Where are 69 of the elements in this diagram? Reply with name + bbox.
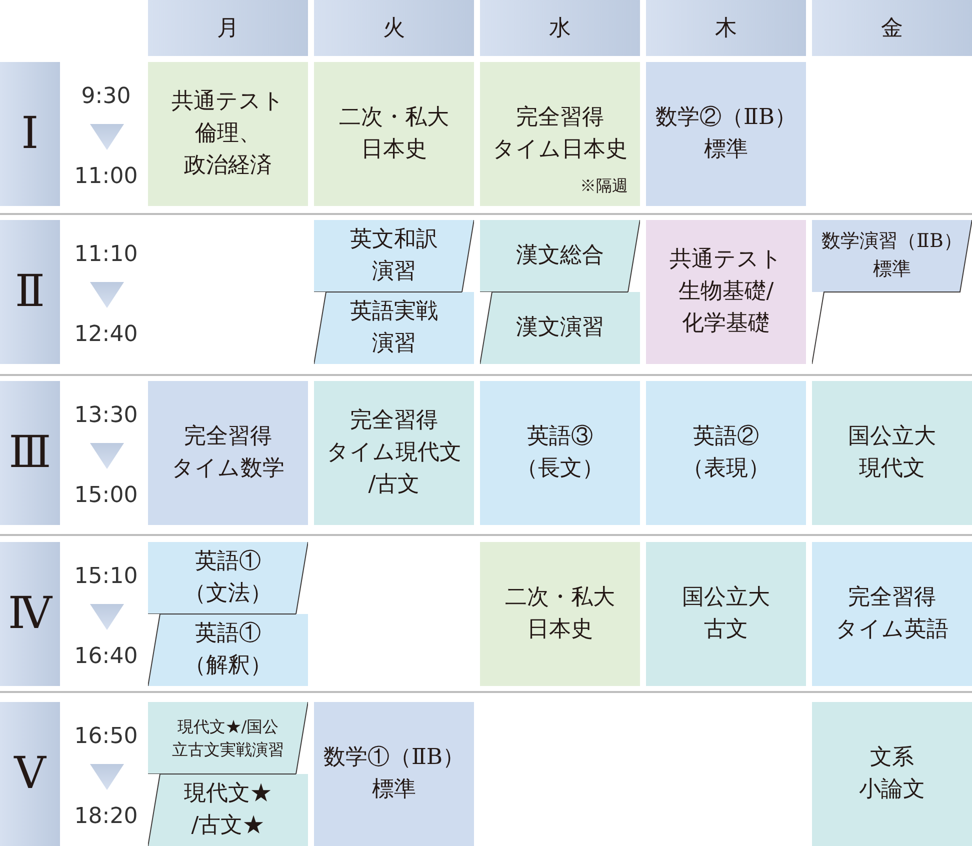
- class-block: [148, 381, 308, 525]
- class-block: [314, 702, 474, 846]
- course-name: 英語③（長文）: [516, 423, 604, 483]
- course-name: 文系小論文: [859, 744, 925, 804]
- class-block: [148, 774, 308, 846]
- class-block: [646, 381, 806, 525]
- class-block: [314, 381, 474, 525]
- course-name: 完全習得タイム日本史: [492, 104, 628, 164]
- day-header: 木: [646, 0, 806, 56]
- course-name: 漢文演習: [516, 314, 604, 342]
- class-block: [812, 702, 972, 846]
- end-time: 12:40: [73, 321, 139, 349]
- course-name: 国公立大現代文: [848, 423, 936, 483]
- course-name: 完全習得タイム現代文/古文: [326, 407, 462, 499]
- course-name: 完全習得タイム英語: [836, 584, 948, 644]
- class-block: [480, 62, 640, 206]
- course-name: 二次・私大日本史: [339, 104, 449, 164]
- class-block: [314, 62, 474, 206]
- start-time: 16:50: [73, 723, 139, 751]
- period-label: Ⅱ: [0, 220, 60, 364]
- start-time: 15:10: [73, 563, 139, 591]
- start-time: 9:30: [80, 83, 132, 111]
- end-time: 16:40: [73, 643, 139, 671]
- class-block: [480, 381, 640, 525]
- course-name: 漢文総合: [516, 242, 604, 270]
- class-block: [148, 702, 308, 774]
- class-block: [812, 220, 972, 364]
- course-name: 共通テスト生物基礎/化学基礎: [670, 246, 782, 338]
- end-time: 11:00: [73, 163, 139, 191]
- course-name: 英語①（解釈）: [184, 620, 272, 680]
- class-block: [148, 62, 308, 206]
- class-block: [314, 220, 474, 292]
- class-block: [646, 62, 806, 206]
- course-name: 数学演習（ⅡB）標準: [822, 229, 962, 282]
- class-block: [480, 292, 640, 364]
- class-block: [148, 542, 308, 614]
- class-block: [480, 542, 640, 686]
- end-time: 15:00: [73, 482, 139, 510]
- day-header: 月: [148, 0, 308, 56]
- class-block: [812, 542, 972, 686]
- class-block: [646, 542, 806, 686]
- end-time: 18:20: [73, 803, 139, 831]
- course-name: 英語①（文法）: [184, 548, 272, 608]
- period-label: Ⅰ: [0, 62, 60, 206]
- start-time: 11:10: [73, 241, 139, 269]
- period-label: Ⅳ: [0, 542, 60, 686]
- class-block: [314, 292, 474, 364]
- course-name: 数学②（ⅡB）標準: [655, 104, 797, 164]
- period-label: Ⅲ: [0, 381, 60, 525]
- course-name: 現代文★/国公立古文実戦演習: [172, 716, 284, 761]
- course-name: 共通テスト倫理、政治経済: [172, 88, 284, 180]
- course-name: 国公立大古文: [682, 584, 770, 644]
- course-name: 英語②（表現）: [682, 423, 770, 483]
- class-block: [148, 614, 308, 686]
- course-name: 二次・私大日本史: [505, 584, 615, 644]
- start-time: 13:30: [73, 402, 139, 430]
- course-name: 完全習得タイム数学: [172, 423, 284, 483]
- day-header: 金: [812, 0, 972, 56]
- course-name: 数学①（ⅡB）標準: [323, 744, 465, 804]
- class-block: [812, 381, 972, 525]
- period-label: Ⅴ: [0, 702, 60, 846]
- class-block: [480, 220, 640, 292]
- class-block: [646, 220, 806, 364]
- course-name: 現代文★/古文★: [184, 780, 272, 840]
- course-name: 英語実戦演習: [350, 298, 438, 358]
- day-header: 水: [480, 0, 640, 56]
- note: ※隔週: [580, 175, 628, 197]
- course-name: 英文和訳演習: [350, 226, 438, 286]
- day-header: 火: [314, 0, 474, 56]
